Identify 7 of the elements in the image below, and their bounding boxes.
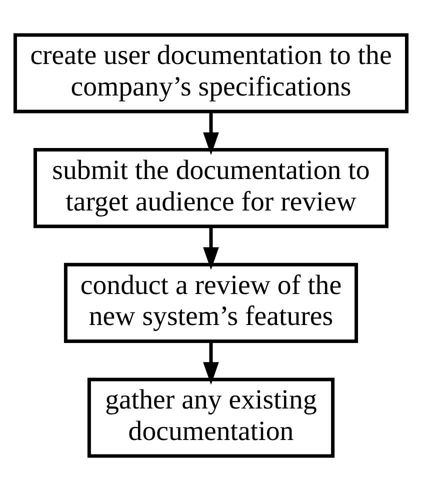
node-box: create user documentation to the company’s specifications [14, 32, 408, 113]
node-box: conduct a review of the new system’s features [64, 262, 358, 342]
arrow [203, 341, 219, 384]
arrow [203, 112, 219, 155]
node-box: gather any existing documentation [87, 377, 335, 458]
node-box: submit the documentation to target audience for review [34, 148, 388, 228]
arrow [203, 226, 219, 270]
